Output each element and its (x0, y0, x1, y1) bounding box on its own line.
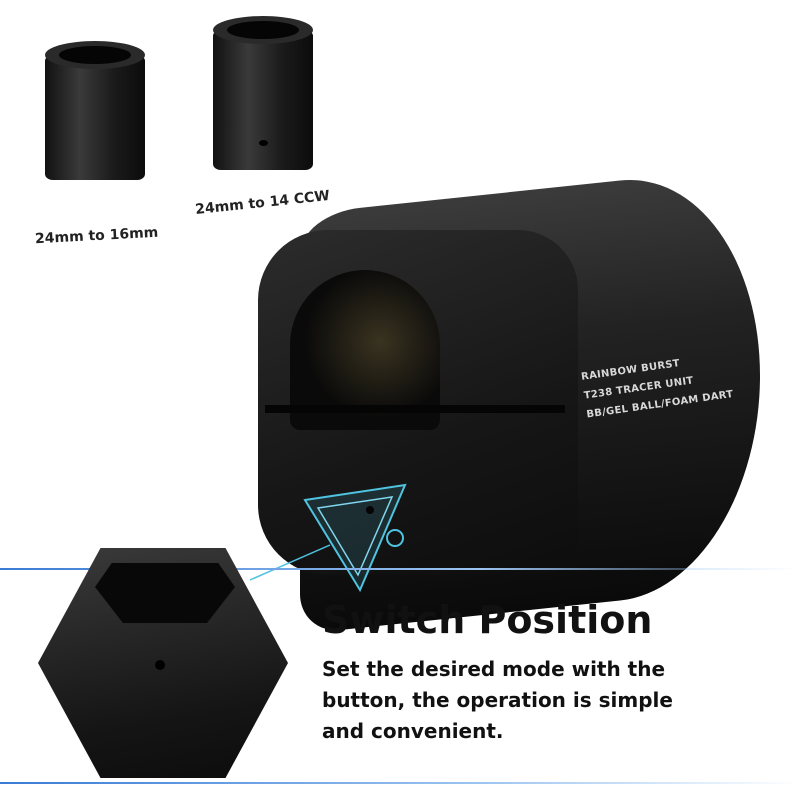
tracer-slot (265, 405, 565, 413)
adapter-14ccw-image (213, 16, 313, 170)
adapter-16mm-label: 24mm to 16mm (34, 224, 159, 248)
feature-description: Set the desired mode with the button, th… (322, 657, 673, 743)
decor-line-top (0, 568, 800, 570)
tracer-bore (290, 270, 440, 430)
switch-highlight-triangle (249, 483, 407, 593)
feature-title: Switch Position (322, 598, 653, 642)
switch-button-dot (155, 660, 165, 670)
decor-line-bottom (0, 782, 800, 784)
switch-closeup-recess (95, 563, 235, 623)
adapter-14ccw-label: 24mm to 14 CCW (194, 187, 331, 219)
adapter-16mm-image (45, 41, 145, 180)
